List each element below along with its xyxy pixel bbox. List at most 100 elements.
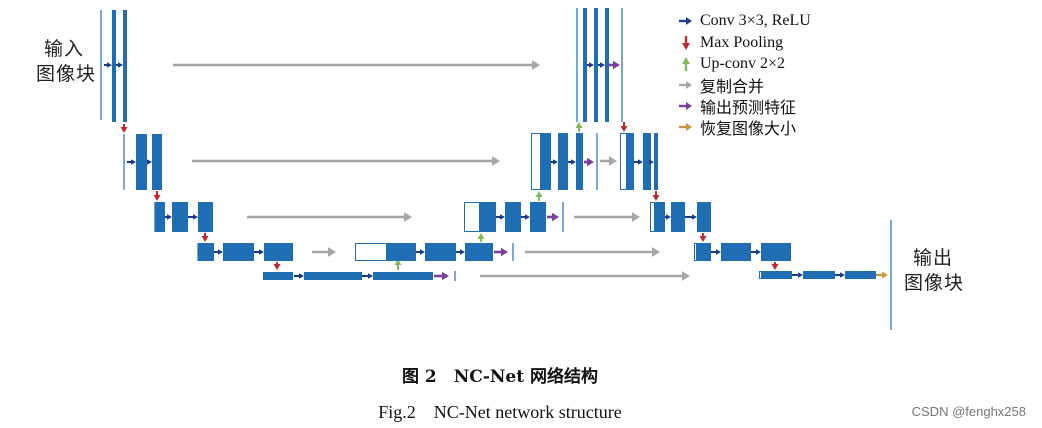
feature-map-block bbox=[594, 8, 598, 122]
copy-merge-arrow-head bbox=[404, 212, 412, 222]
feature-map-block bbox=[643, 133, 651, 190]
copy-merge-arrow-head bbox=[492, 156, 500, 166]
conv-arrow-head bbox=[666, 214, 671, 220]
upconv-arrow-head bbox=[477, 233, 485, 239]
legend-item-maxpool: Max Pooling bbox=[678, 33, 783, 53]
upconv-arrow-head bbox=[394, 259, 402, 265]
maxpool-arrow-head bbox=[620, 126, 628, 132]
conv-arrow-head bbox=[107, 62, 112, 68]
feature-map-block bbox=[721, 243, 751, 261]
output-feature-arrow-head bbox=[587, 157, 594, 167]
conv-arrow-head bbox=[716, 249, 721, 255]
copy-merge-arrow-head bbox=[682, 271, 690, 281]
feature-map-block bbox=[654, 133, 658, 190]
conv-arrow-head bbox=[460, 249, 465, 255]
feature-map-block bbox=[530, 202, 546, 232]
feature-map-block bbox=[112, 10, 116, 122]
conv-arrow-head bbox=[589, 62, 594, 68]
copied-feature-map bbox=[464, 202, 480, 232]
conv-arrow-head bbox=[167, 214, 172, 220]
legend-label-output-feature: 输出预测特征 bbox=[700, 98, 797, 117]
feature-map-block bbox=[198, 202, 213, 232]
maxpool-arrow-head bbox=[652, 195, 660, 201]
conv-arrow-head bbox=[193, 214, 198, 220]
legend-label-restore: 恢复图像大小 bbox=[700, 119, 797, 138]
feature-map-block bbox=[136, 134, 147, 190]
conv-arrow-head bbox=[638, 159, 643, 165]
feature-map-block bbox=[123, 10, 127, 122]
feature-map-block bbox=[605, 8, 609, 122]
legend-item-upconv: Up-conv 2×2 bbox=[678, 54, 785, 74]
conv-arrow-head bbox=[756, 249, 761, 255]
caption-chinese: 图 2 NC-Net 网络结构 bbox=[402, 367, 598, 387]
conv-arrow-head bbox=[500, 214, 505, 220]
feature-map-block bbox=[264, 243, 293, 261]
maxpool-arrow-icon bbox=[682, 36, 690, 50]
feature-map-block bbox=[155, 202, 165, 232]
copy-merge-arrow-head bbox=[652, 247, 660, 257]
feature-map-block bbox=[761, 243, 791, 261]
feature-map-block bbox=[373, 272, 433, 280]
feature-map-block bbox=[480, 202, 496, 232]
maxpool-arrow-head bbox=[120, 127, 128, 133]
feature-map-block bbox=[505, 202, 521, 232]
restore-size-arrow-icon bbox=[679, 123, 692, 131]
copy-merge-arrow-head bbox=[609, 156, 617, 166]
conv-arrow-head bbox=[259, 249, 264, 255]
output-label-line1: 输出 bbox=[913, 247, 954, 269]
maxpool-arrow-head bbox=[699, 236, 707, 242]
legend-label-copy: 复制合并 bbox=[700, 77, 765, 96]
copied-feature-map bbox=[620, 133, 627, 190]
conv-arrow-head bbox=[798, 272, 803, 278]
legend-item-restore: 恢复图像大小 bbox=[678, 117, 797, 138]
conv-arrow-head bbox=[692, 214, 697, 220]
feature-map-block bbox=[803, 271, 835, 279]
feature-map-block bbox=[172, 202, 188, 232]
restore-size-arrow-head bbox=[882, 271, 888, 279]
output-feature-arrow-head bbox=[613, 60, 620, 70]
conv-arrow-head bbox=[420, 249, 425, 255]
legend-item-output-feature: 输出预测特征 bbox=[678, 96, 797, 117]
upconv-arrow-icon bbox=[682, 57, 690, 71]
copy-merge-arrow-head bbox=[532, 60, 540, 70]
conv-arrow-head bbox=[118, 62, 123, 68]
copied-feature-map bbox=[759, 271, 762, 279]
output-feature-arrow-head bbox=[442, 271, 449, 281]
feature-map-block bbox=[583, 8, 587, 122]
maxpool-arrow-head bbox=[201, 236, 209, 242]
watermark: CSDN @fenghx258 bbox=[911, 404, 1026, 419]
feature-map-block bbox=[558, 133, 568, 190]
feature-map-block bbox=[576, 133, 583, 190]
feature-map-block bbox=[152, 134, 162, 190]
legend-label-upconv: Up-conv 2×2 bbox=[700, 55, 786, 72]
output-feature-arrow-icon bbox=[679, 102, 692, 110]
feature-map-block bbox=[263, 272, 293, 280]
maxpool-arrow-head bbox=[273, 264, 281, 270]
output-label-line2: 图像块 bbox=[904, 272, 965, 294]
maxpool-arrow-head bbox=[771, 264, 779, 270]
feature-map-block bbox=[845, 271, 876, 279]
copied-feature-map bbox=[531, 133, 541, 190]
conv-arrow-head bbox=[368, 273, 373, 279]
feature-map-block bbox=[425, 243, 456, 261]
conv-arrow-head bbox=[218, 249, 223, 255]
feature-map-block bbox=[697, 243, 711, 261]
legend-label-maxpool: Max Pooling bbox=[700, 34, 784, 51]
legend-item-conv: Conv 3×3, ReLU bbox=[678, 11, 811, 31]
feature-map-block bbox=[304, 272, 362, 280]
feature-map-block bbox=[762, 271, 792, 279]
conv-arrow-head bbox=[299, 273, 304, 279]
copied-feature-map bbox=[694, 243, 697, 261]
legend-item-copy: 复制合并 bbox=[678, 75, 765, 96]
conv-arrow-head bbox=[525, 214, 530, 220]
feature-map-block bbox=[671, 202, 685, 232]
conv-arrow-head bbox=[840, 272, 845, 278]
legend-label-conv: Conv 3×3, ReLU bbox=[700, 12, 811, 29]
feature-map-block bbox=[697, 202, 711, 232]
output-feature-arrow-head bbox=[552, 212, 559, 222]
maxpool-arrow-head bbox=[153, 195, 161, 201]
upconv-arrow-head bbox=[535, 191, 543, 197]
input-label-line1: 输入 bbox=[44, 38, 85, 60]
